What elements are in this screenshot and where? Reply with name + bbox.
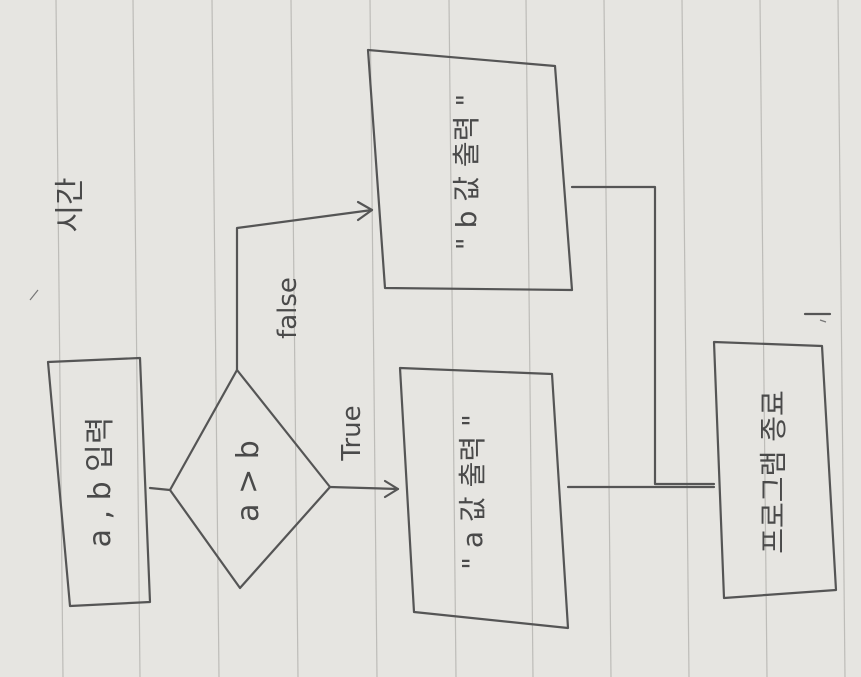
- true-output-box: [398, 366, 570, 630]
- edge-false: [235, 208, 374, 372]
- ruled-lines: [55, 0, 846, 677]
- edge-false-end: [570, 185, 716, 486]
- true-box-label: " a 값 출력 ": [456, 414, 489, 570]
- false-box-label: " b 값 출력 ": [450, 94, 483, 250]
- edge-true: [328, 485, 400, 491]
- edge-input-decision: [148, 486, 172, 492]
- false-output-box: [366, 48, 574, 292]
- input-box: [46, 356, 152, 608]
- stray-marks: [29, 289, 827, 323]
- decision-label: a > b: [231, 440, 266, 522]
- input-label: a , b 입력: [83, 417, 118, 548]
- end-box-label: 프로그램 종료: [757, 390, 790, 553]
- true-edge-label: True: [337, 405, 367, 461]
- edge-false-arrowhead: [356, 200, 374, 222]
- end-box: [712, 340, 838, 600]
- page-title: 시간: [53, 177, 88, 232]
- edge-true-arrowhead: [383, 479, 400, 499]
- false-edge-label: false: [273, 277, 303, 339]
